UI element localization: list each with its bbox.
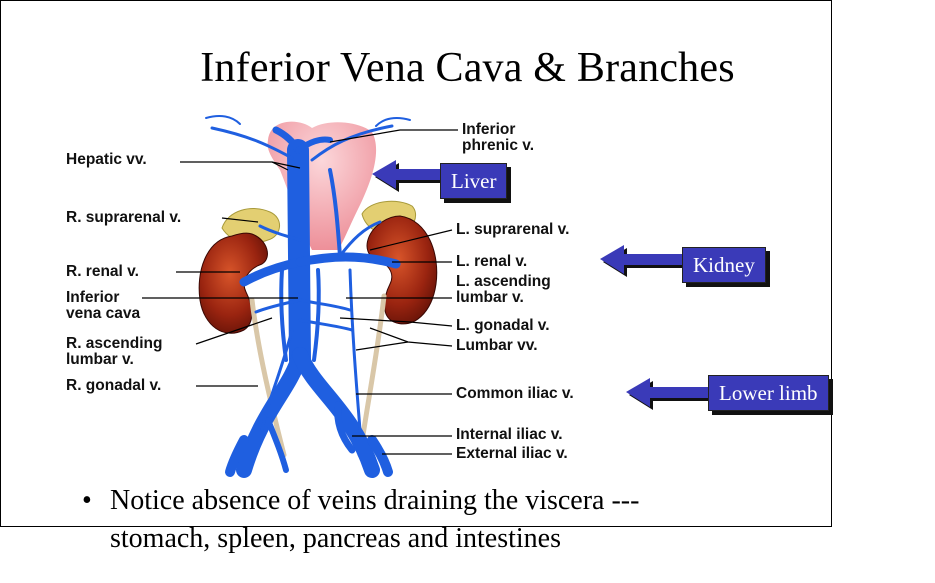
slide-frame (0, 0, 832, 527)
label-l-suprarenal: L. suprarenal v. (456, 221, 570, 238)
kidney-arrow (600, 245, 685, 277)
label-ivc: Inferior vena cava (66, 289, 141, 322)
label-l-gonadal: L. gonadal v. (456, 317, 550, 334)
label-r-suprarenal: R. suprarenal v. (66, 209, 182, 226)
label-l-asc-lumbar: L. ascending lumbar v. (456, 273, 551, 306)
label-external-iliac: External iliac v. (456, 445, 568, 462)
label-internal-iliac: Internal iliac v. (456, 426, 563, 443)
bullet-text: Notice absence of veins draining the vis… (110, 485, 640, 554)
slide-title: Inferior Vena Cava & Branches (200, 45, 735, 91)
left-kidney (366, 215, 438, 325)
label-lumbar-veins: Lumbar vv. (456, 337, 538, 354)
liver-arrow (372, 160, 443, 192)
label-inferior-phrenic: Inferior phrenic v. (462, 121, 535, 154)
label-r-gonadal: R. gonadal v. (66, 377, 162, 394)
label-r-renal: R. renal v. (66, 263, 139, 280)
lower-limb-arrow (626, 378, 711, 410)
veins (205, 115, 411, 478)
callout-arrows (372, 160, 711, 410)
bullet-symbol: • (82, 485, 92, 516)
callout-kidney: Kidney (682, 247, 766, 283)
label-r-asc-lumbar: R. ascending lumbar v. (66, 335, 163, 368)
right-kidney (198, 232, 268, 334)
label-hepatic-veins: Hepatic vv. (66, 151, 147, 168)
label-l-renal: L. renal v. (456, 253, 528, 270)
leader-lines (142, 129, 458, 455)
label-common-iliac: Common iliac v. (456, 385, 574, 402)
callout-lower-limb: Lower limb (708, 375, 829, 411)
callout-liver: Liver (440, 163, 508, 199)
